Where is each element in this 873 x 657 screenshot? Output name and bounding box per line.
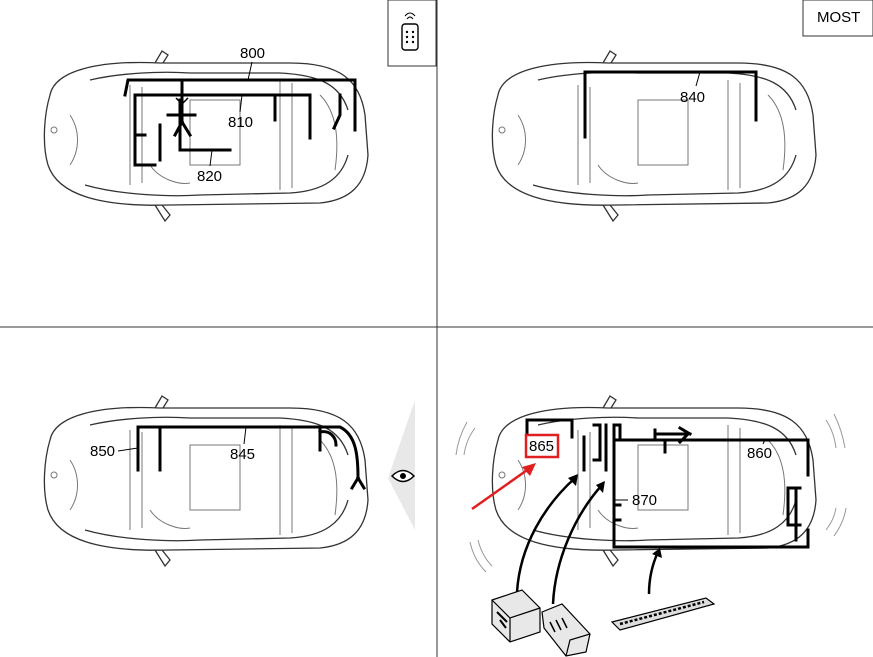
most-tag: MOST — [802, 0, 873, 37]
label-800: 800 — [240, 45, 265, 62]
connector-unit — [541, 603, 591, 657]
label-845: 845 — [230, 446, 255, 463]
panel-top-right: 840 — [491, 50, 817, 222]
panel-bottom-right: 865 860 870 — [455, 395, 847, 657]
eye-icon — [388, 400, 416, 530]
antenna-strip — [610, 597, 716, 631]
label-850: 850 — [90, 443, 115, 460]
red-pointer-arrow — [471, 463, 536, 511]
panel-bottom-left: 850 845 — [43, 395, 416, 567]
remote-key-icon — [387, 0, 437, 67]
label-865: 865 — [529, 438, 554, 455]
label-870: 870 — [632, 492, 657, 509]
most-label: MOST — [817, 9, 860, 26]
control-module — [491, 589, 541, 643]
label-820: 820 — [197, 168, 222, 185]
panel-top-left: 800 810 820 — [43, 45, 369, 222]
label-810: 810 — [228, 114, 253, 131]
label-860: 860 — [747, 445, 772, 462]
label-840: 840 — [680, 89, 705, 106]
